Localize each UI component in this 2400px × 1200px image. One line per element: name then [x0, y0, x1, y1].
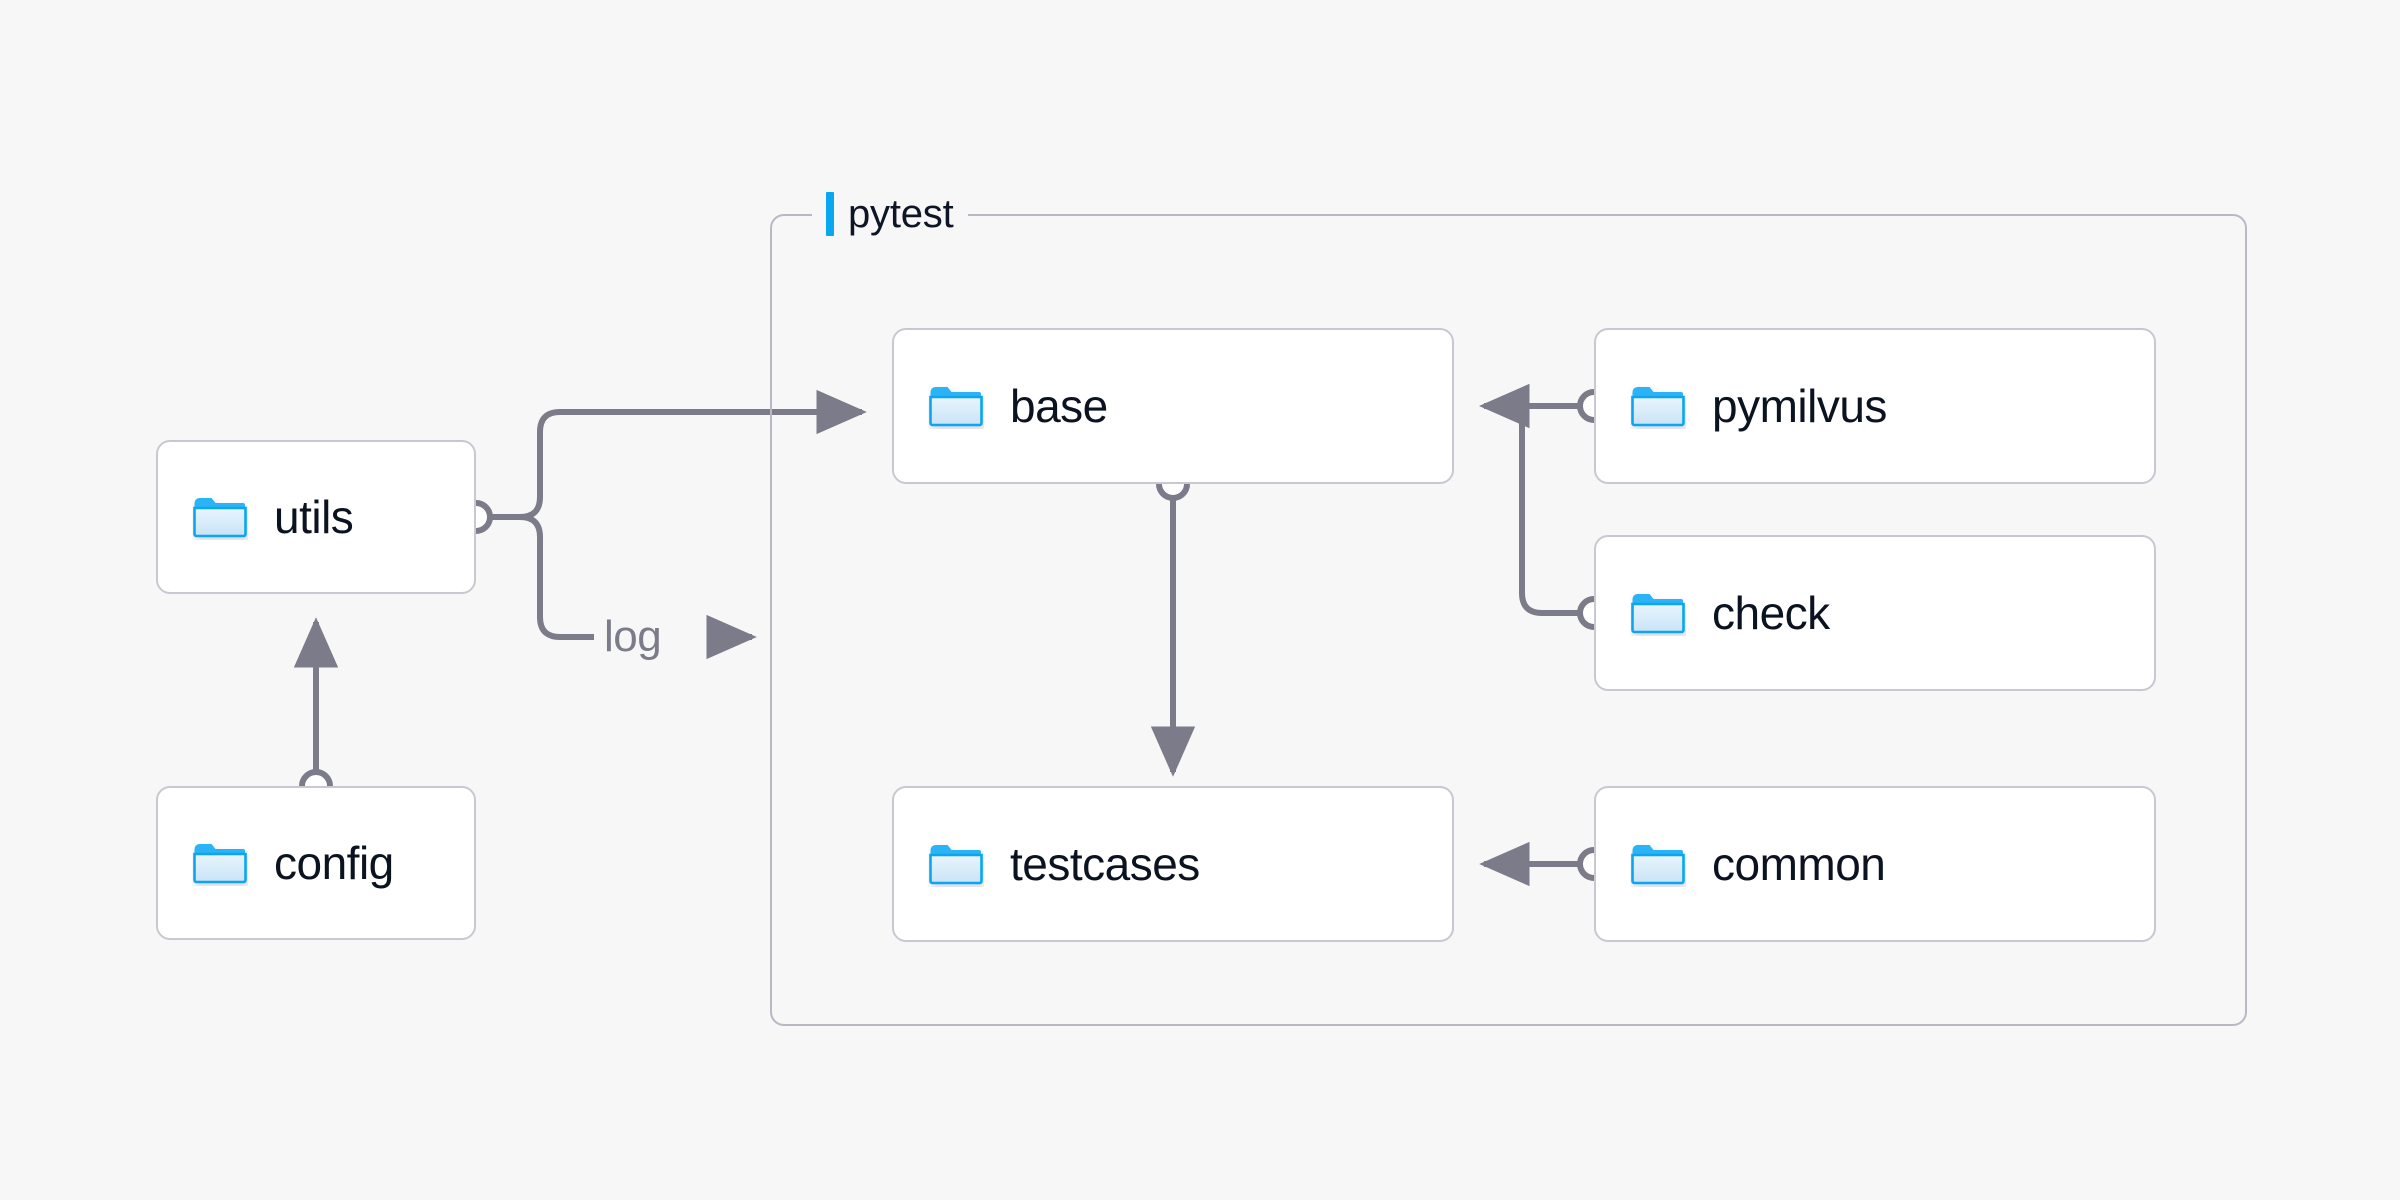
folder-icon — [1631, 387, 1685, 427]
group-title: pytest — [848, 191, 954, 236]
node-label: config — [274, 837, 394, 889]
node-base[interactable]: base — [892, 328, 1454, 484]
node-label: utils — [274, 491, 354, 543]
edge-label-text: log — [604, 612, 662, 661]
group-label-pytest: pytest — [812, 186, 968, 242]
node-label: common — [1712, 838, 1886, 890]
group-container-pytest[interactable] — [770, 214, 2247, 1026]
folder-icon — [193, 498, 247, 538]
edge-label-log: log — [594, 609, 672, 665]
node-config[interactable]: config — [156, 786, 476, 940]
node-utils[interactable]: utils — [156, 440, 476, 594]
folder-icon — [929, 845, 983, 885]
node-pymilvus[interactable]: pymilvus — [1594, 328, 2156, 484]
folder-icon — [1631, 594, 1685, 634]
node-check[interactable]: check — [1594, 535, 2156, 691]
edge-utils-to-log — [492, 514, 594, 640]
node-testcases[interactable]: testcases — [892, 786, 1454, 942]
node-common[interactable]: common — [1594, 786, 2156, 942]
node-label: base — [1010, 380, 1108, 432]
folder-icon — [1631, 845, 1685, 885]
node-label: check — [1712, 587, 1830, 639]
folder-icon — [193, 844, 247, 884]
folder-icon — [929, 387, 983, 427]
node-label: pymilvus — [1712, 380, 1887, 432]
node-label: testcases — [1010, 838, 1200, 890]
group-accent-bar — [826, 192, 834, 236]
